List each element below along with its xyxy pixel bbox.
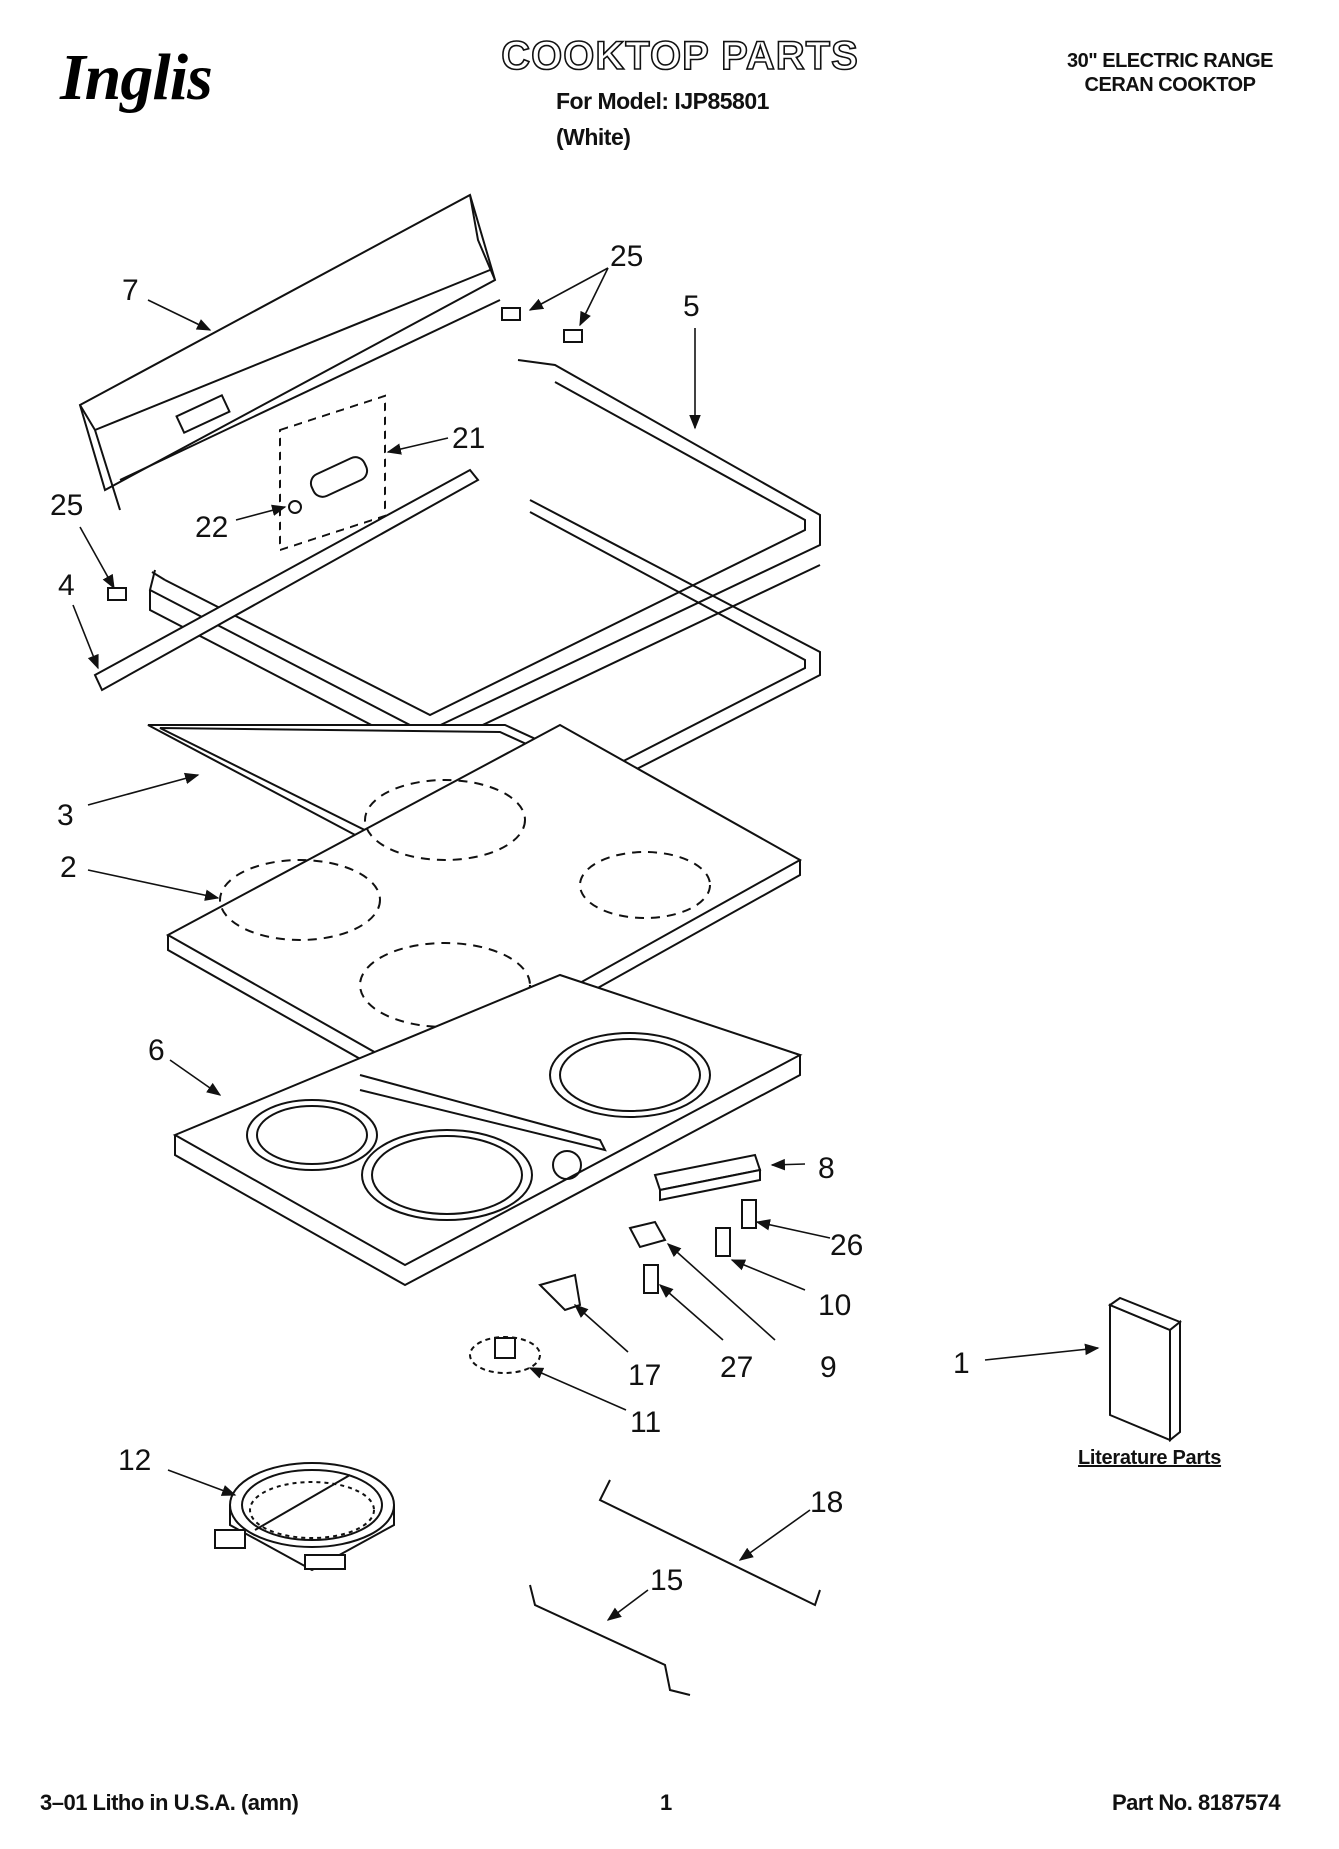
callout-15: 15 [650, 1564, 683, 1597]
color-line: (White) [556, 124, 631, 150]
part-6-burner-box [172, 973, 803, 1287]
callout-9: 9 [820, 1351, 837, 1384]
callout-26: 26 [830, 1229, 863, 1262]
footer-page-number: 1 [660, 1790, 672, 1815]
callout-6: 6 [148, 1034, 165, 1067]
spec-line-2: CERAN COOKTOP [1084, 74, 1256, 96]
footer-part-number: Part No. 8187574 [1112, 1790, 1281, 1815]
callout-10: 10 [818, 1289, 851, 1322]
callout-5: 5 [683, 290, 700, 323]
spec-line-1: 30" ELECTRIC RANGE [1066, 50, 1274, 72]
part-21-22-badge [279, 394, 386, 552]
part-18-rod [598, 1479, 821, 1607]
callout-17: 17 [628, 1359, 661, 1392]
part-1-literature [1107, 1296, 1182, 1443]
part-7-backguard [78, 193, 501, 511]
callout-7: 7 [122, 274, 139, 307]
callout-25b: 25 [50, 489, 83, 522]
callout-25a: 25 [610, 240, 643, 273]
callout-8: 8 [818, 1152, 835, 1185]
literature-parts-label: Literature Parts [1078, 1447, 1222, 1469]
callout-1: 1 [953, 1347, 970, 1380]
callout-4: 4 [58, 569, 75, 602]
callout-18: 18 [810, 1486, 843, 1519]
part-15-rod [529, 1584, 691, 1696]
part-8-bracket [653, 1153, 762, 1202]
callout-2: 2 [60, 851, 77, 884]
part-25-screws [107, 307, 583, 601]
part-11-terminal-block [469, 1336, 541, 1374]
leader-lines [72, 267, 1100, 1621]
callout-27: 27 [720, 1351, 753, 1384]
part-12-radiant-element [214, 1462, 395, 1572]
brand-logo: Inglis [60, 41, 213, 114]
part-17-clip [538, 1273, 582, 1312]
part-4-trim-strip [93, 468, 480, 692]
fasteners [628, 1199, 757, 1294]
callout-3: 3 [57, 799, 74, 832]
callout-12: 12 [118, 1444, 151, 1477]
callout-22: 22 [195, 511, 228, 544]
callout-11: 11 [630, 1406, 661, 1439]
page-title: COOKTOP PARTS [500, 33, 859, 79]
callout-21: 21 [452, 422, 485, 455]
model-line: For Model: IJP85801 [556, 88, 769, 114]
footer-litho: 3–01 Litho in U.S.A. (amn) [40, 1790, 299, 1815]
